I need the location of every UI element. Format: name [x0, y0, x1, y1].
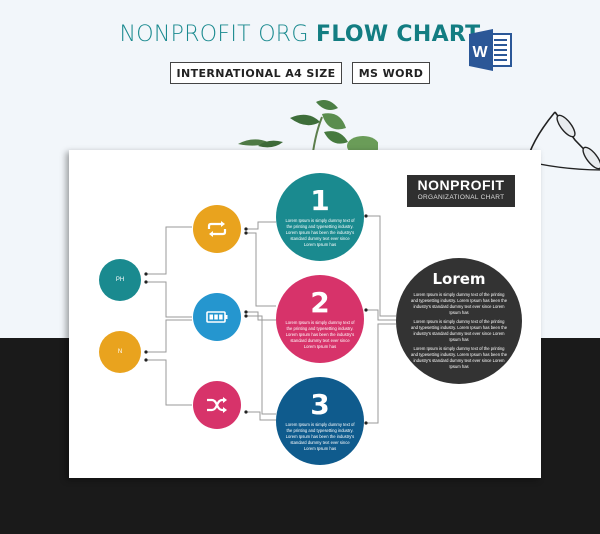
- shuffle-icon: [207, 397, 227, 413]
- nonprofit-badge: NONPROFIT ORGANIZATIONAL CHART: [407, 175, 515, 207]
- plant-decoration-icon: [238, 100, 378, 154]
- root-node-label: N: [117, 349, 123, 355]
- summary-heading: Lorem: [432, 269, 486, 288]
- summary-circle: Lorem Lorem Ipsum is simply dummy text o…: [396, 258, 522, 384]
- step-text: Lorem Ipsum is simply dummy text of the …: [285, 217, 355, 247]
- root-node-n: N: [99, 331, 141, 373]
- step-number: 3: [310, 387, 330, 421]
- root-node-ph: PH: [99, 259, 141, 301]
- badge-subtitle: ORGANIZATIONAL CHART: [417, 194, 505, 201]
- eyeglasses-decoration-icon: [521, 111, 600, 178]
- summary-paragraph: Lorem Ipsum is simply dummy text of the …: [410, 345, 508, 369]
- step-number: 2: [310, 285, 330, 319]
- summary-paragraph: Lorem Ipsum is simply dummy text of the …: [410, 291, 508, 315]
- root-node-label: PH: [115, 277, 125, 283]
- step-number: 1: [310, 183, 330, 217]
- badge-title: NONPROFIT: [417, 177, 505, 193]
- step-text: Lorem Ipsum is simply dummy text of the …: [285, 319, 355, 349]
- svg-text:W: W: [472, 44, 488, 61]
- icon-node-shuffle: [193, 381, 241, 429]
- tag-ms-word: MS WORD: [352, 62, 430, 84]
- page-title: NONPROFIT ORG FLOW CHART: [0, 22, 600, 47]
- step-circle-2: 2 Lorem Ipsum is simply dummy text of th…: [276, 275, 364, 363]
- summary-paragraph: Lorem Ipsum is simply dummy text of the …: [410, 318, 508, 342]
- step-text: Lorem Ipsum is simply dummy text of the …: [285, 421, 355, 451]
- icon-node-repeat: [193, 205, 241, 253]
- title-light: NONPROFIT ORG: [119, 22, 309, 47]
- icon-node-battery: [193, 293, 241, 341]
- step-circle-1: 1 Lorem Ipsum is simply dummy text of th…: [276, 173, 364, 261]
- battery-icon: [206, 311, 228, 323]
- tag-a4-size: INTERNATIONAL A4 SIZE: [170, 62, 342, 84]
- title-bold: FLOW CHART: [316, 22, 481, 47]
- repeat-icon: [207, 221, 227, 237]
- ms-word-icon: W: [469, 29, 512, 71]
- step-circle-3: 3 Lorem Ipsum is simply dummy text of th…: [276, 377, 364, 465]
